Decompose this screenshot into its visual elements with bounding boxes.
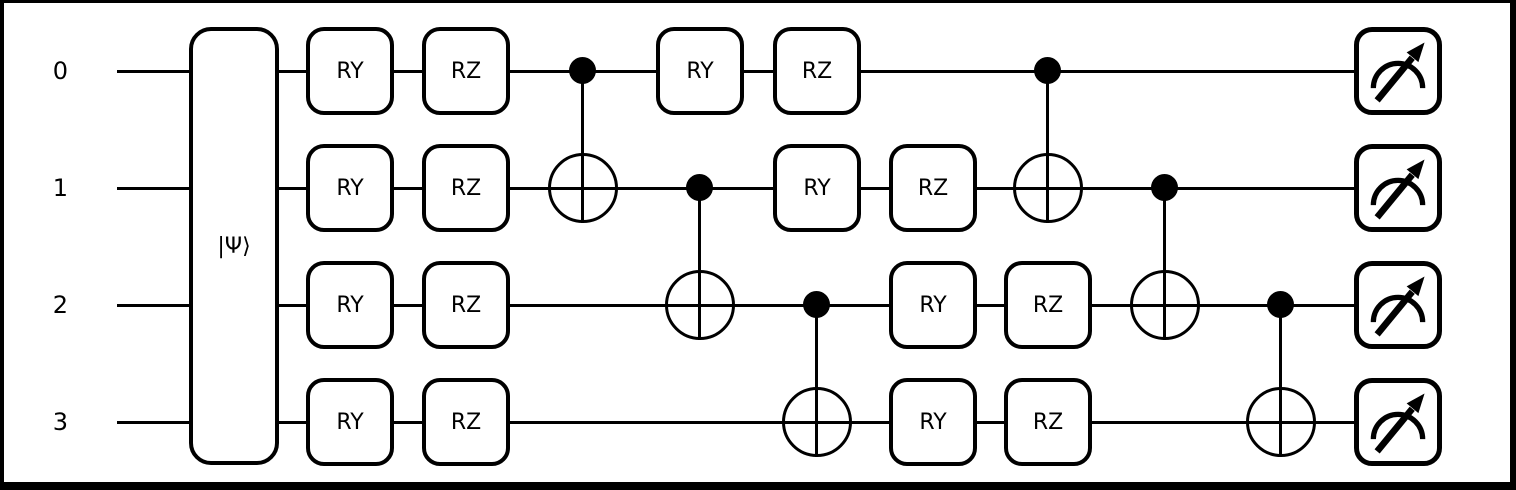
measure-gauge-icon (1370, 159, 1426, 220)
gate-ry: RY (889, 378, 977, 466)
cnot-target-icon (548, 153, 618, 223)
cnot-control-dot (803, 291, 830, 318)
gate-rz: RZ (422, 261, 510, 349)
cnot-control-dot (569, 57, 596, 84)
cnot-target-icon (665, 270, 735, 340)
measure-gauge-icon (1370, 393, 1426, 454)
gate-ry: RY (306, 27, 394, 115)
cnot-control-dot (686, 174, 713, 201)
gate-rz: RZ (889, 144, 977, 232)
gate-rz: RZ (422, 144, 510, 232)
qubit-label-1: 1 (52, 174, 68, 202)
cnot-connector-0-1 (1046, 71, 1049, 223)
cnot-connector-1-2 (698, 188, 701, 340)
state-prep-label: |Ψ⟩ (217, 233, 251, 259)
gate-rz: RZ (422, 378, 510, 466)
cnot-target-icon (1130, 270, 1200, 340)
measure-gauge-icon (1370, 42, 1426, 103)
cnot-control-dot (1034, 57, 1061, 84)
gate-ry: RY (306, 144, 394, 232)
gate-ry: RY (306, 261, 394, 349)
cnot-target-icon (1013, 153, 1083, 223)
gate-ry: RY (306, 378, 394, 466)
measurement-gate-q2 (1354, 261, 1442, 349)
qubit-label-0: 0 (52, 57, 68, 85)
cnot-control-dot (1151, 174, 1178, 201)
cnot-control-dot (1267, 291, 1294, 318)
measurement-gate-q1 (1354, 144, 1442, 232)
gate-ry: RY (773, 144, 861, 232)
qubit-wire-3 (117, 421, 1357, 424)
measurement-gate-q0 (1354, 27, 1442, 115)
cnot-connector-2-3 (1279, 305, 1282, 457)
qubit-label-2: 2 (52, 291, 68, 319)
cnot-connector-2-3 (815, 305, 818, 457)
gate-rz: RZ (773, 27, 861, 115)
qubit-label-3: 3 (52, 408, 68, 436)
cnot-target-icon (1246, 387, 1316, 457)
cnot-connector-0-1 (581, 71, 584, 223)
gate-rz: RZ (1004, 378, 1092, 466)
cnot-target-icon (782, 387, 852, 457)
measurement-gate-q3 (1354, 378, 1442, 466)
gate-rz: RZ (1004, 261, 1092, 349)
qubit-wire-2 (117, 304, 1357, 307)
measure-gauge-icon (1370, 276, 1426, 337)
cnot-connector-1-2 (1163, 188, 1166, 340)
gate-ry: RY (656, 27, 744, 115)
gate-rz: RZ (422, 27, 510, 115)
state-prep-box: |Ψ⟩ (189, 27, 279, 465)
gate-ry: RY (889, 261, 977, 349)
qubit-wire-1 (117, 187, 1357, 190)
